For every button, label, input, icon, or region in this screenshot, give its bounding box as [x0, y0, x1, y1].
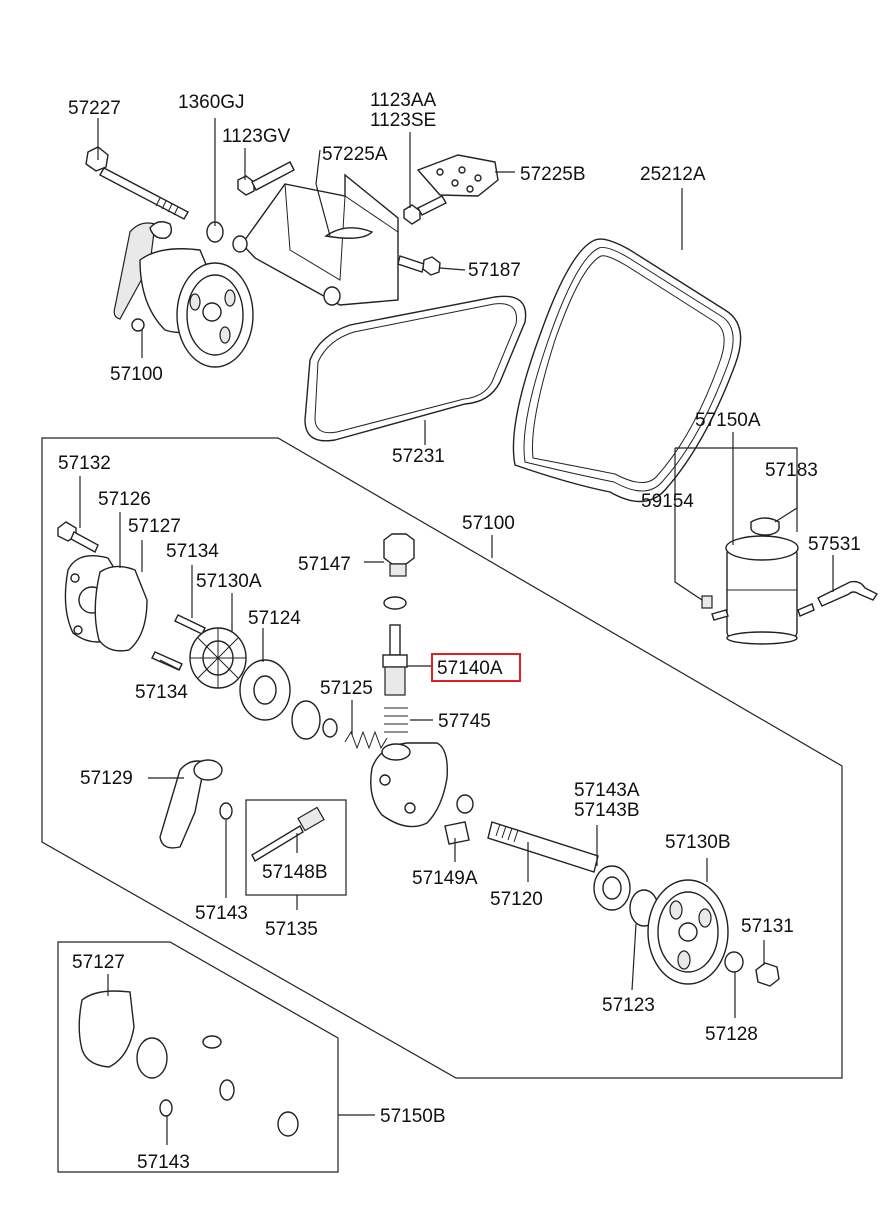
spring-57745 — [384, 707, 408, 733]
washer-57128 — [724, 951, 744, 973]
label-57227: 57227 — [68, 98, 121, 119]
rotor-57124 — [239, 659, 291, 721]
pin-57134-a — [174, 614, 206, 635]
spring-57125 — [344, 730, 388, 750]
label-57140A: 57140A — [437, 658, 503, 679]
label-57183: 57183 — [765, 460, 818, 481]
label-57187: 57187 — [468, 260, 521, 281]
o-ring-57147 — [383, 596, 407, 610]
fitting-57147 — [383, 533, 415, 577]
o-ring-57125 — [291, 700, 321, 740]
label-1123GV: 1123GV — [222, 126, 291, 147]
label-57143-a: 57143 — [195, 903, 248, 924]
hose-57531 — [817, 580, 879, 607]
v-belt-25212A — [512, 238, 742, 503]
label-59154 — [701, 595, 713, 609]
bearing-57143A — [593, 865, 631, 911]
label-57100-top: 57100 — [110, 364, 163, 385]
kit-57135-outline — [245, 799, 347, 896]
pump-housing — [370, 742, 448, 828]
gasket-57127-kit — [78, 990, 135, 1068]
label-57150B: 57150B — [380, 1106, 446, 1127]
label-59154: 59154 — [641, 491, 694, 512]
label-57100-box: 57100 — [462, 513, 515, 534]
bolt-1123GV — [237, 161, 295, 196]
label-57131: 57131 — [741, 916, 794, 937]
label-57127-b: 57127 — [72, 952, 125, 973]
bushing-57149A — [444, 794, 474, 845]
bolt-57227 — [85, 146, 189, 220]
bolt-1123AA — [403, 195, 447, 225]
label-57135: 57135 — [265, 919, 318, 940]
o-ring-57143-a — [219, 802, 233, 820]
o-ring-kit-large — [136, 1037, 168, 1079]
label-25212A: 25212A — [640, 164, 706, 185]
bushing-kit — [277, 1111, 299, 1137]
label-57134-a: 57134 — [166, 541, 219, 562]
bracket-57225A — [232, 173, 399, 306]
connector-57148B — [251, 806, 325, 862]
label-57132: 57132 — [58, 453, 111, 474]
o-ring-small — [322, 718, 338, 738]
label-57531: 57531 — [808, 534, 861, 555]
bracket-57225B — [416, 154, 499, 197]
label-57225B: 57225B — [520, 164, 586, 185]
valve-57140A — [382, 624, 408, 696]
label-57127-a: 57127 — [128, 516, 181, 537]
nut-57131 — [755, 962, 780, 987]
label-1123SE: 1123SE — [370, 110, 436, 131]
label-57120: 57120 — [490, 889, 543, 910]
shaft-57120 — [487, 821, 599, 873]
label-57125: 57125 — [320, 678, 373, 699]
o-ring-kit-1 — [202, 1035, 222, 1049]
v-belt-57231 — [304, 295, 527, 442]
label-57143B: 57143B — [574, 800, 640, 821]
label-57128: 57128 — [705, 1024, 758, 1045]
bolt-57187 — [397, 255, 441, 276]
label-57124: 57124 — [248, 608, 301, 629]
label-57231: 57231 — [392, 446, 445, 467]
gasket-57127 — [94, 565, 148, 652]
label-57225A: 57225A — [322, 144, 388, 165]
bolt-57132 — [57, 521, 99, 553]
o-ring-kit-2 — [219, 1079, 235, 1101]
label-57130B: 57130B — [665, 832, 731, 853]
label-57123: 57123 — [602, 995, 655, 1016]
power-steering-pump-57100 — [113, 221, 254, 368]
highlight-57140A — [431, 653, 521, 682]
reservoir-57150A — [711, 535, 815, 645]
suction-pipe-57129 — [159, 759, 223, 849]
label-1360GJ: 1360GJ — [178, 92, 245, 113]
label-57130A: 57130A — [196, 571, 262, 592]
pump-assembly-outline — [41, 437, 843, 1079]
label-57745: 57745 — [438, 711, 491, 732]
label-57148B: 57148B — [262, 862, 328, 883]
o-ring-57143-kit — [159, 1099, 173, 1117]
label-57150A: 57150A — [695, 410, 761, 431]
kit-57150B-outline — [57, 941, 339, 1173]
pulley-57130B — [647, 879, 729, 985]
label-57147: 57147 — [298, 554, 351, 575]
label-57149A: 57149A — [412, 868, 478, 889]
label-57143-b: 57143 — [137, 1152, 190, 1173]
pin-57134-b — [151, 651, 183, 671]
label-1123AA: 1123AA — [370, 90, 437, 111]
label-57129: 57129 — [80, 768, 133, 789]
leader-lines — [79, 118, 834, 1145]
cam-ring-57130A — [189, 627, 247, 689]
label-57143A: 57143A — [574, 780, 640, 801]
label-57134-b: 57134 — [135, 682, 188, 703]
cap-57183 — [750, 517, 780, 536]
label-57126: 57126 — [98, 489, 151, 510]
